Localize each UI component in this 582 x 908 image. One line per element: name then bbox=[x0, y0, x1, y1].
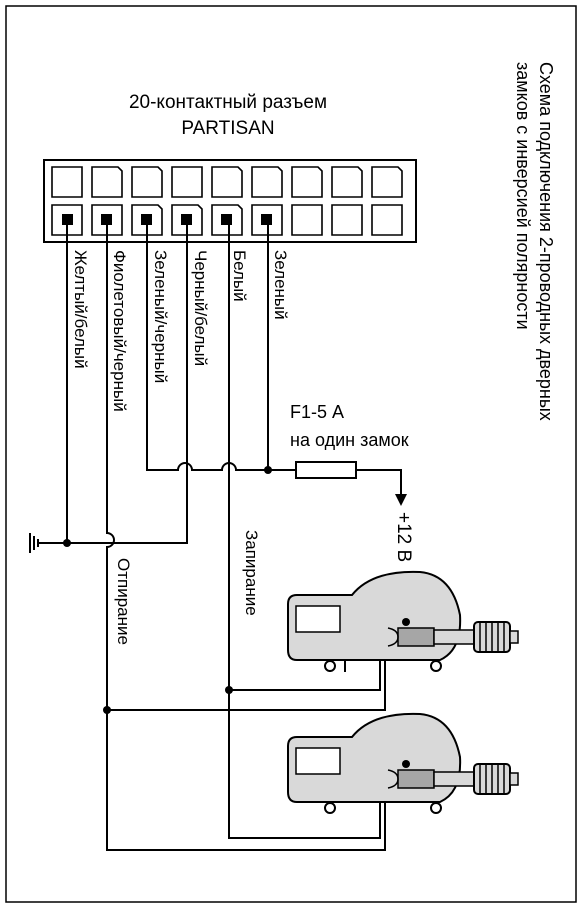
wire-black-white bbox=[67, 224, 188, 544]
pin-green bbox=[261, 214, 272, 225]
pin-green-black bbox=[141, 214, 152, 225]
wire-lock-branch bbox=[229, 680, 381, 691]
wire-label-green: Зеленый bbox=[271, 250, 290, 320]
pin-yellow-white bbox=[62, 214, 73, 225]
title-line-2: замков с инверсией полярности bbox=[513, 62, 533, 330]
title-line-1: Схема подключения 2-проводных дверных bbox=[536, 62, 556, 421]
power-arrow-icon bbox=[395, 494, 407, 506]
fuse-rating: F1-5 А bbox=[290, 402, 344, 422]
wire-label-green-black: Зеленый/черный bbox=[151, 250, 170, 383]
door-lock-actuator-1 bbox=[287, 570, 519, 680]
power-label: +12 В bbox=[393, 512, 414, 562]
lock-label: Запирание bbox=[242, 530, 261, 616]
fuse-note: на один замок bbox=[290, 430, 409, 450]
ground-icon bbox=[29, 533, 44, 553]
unlock-label: Отпирание bbox=[114, 558, 133, 645]
wire-label-white: Белый bbox=[230, 250, 249, 302]
outer-frame bbox=[5, 5, 577, 903]
wire-label-black-white: Черный/белый bbox=[191, 250, 210, 366]
wire-label-violet-black: Фиолетовый/черный bbox=[110, 250, 129, 412]
connector-top-row bbox=[51, 166, 403, 198]
connector-model: PARTISAN bbox=[181, 118, 274, 139]
wire-unlock-branch bbox=[107, 680, 386, 711]
wire-label-yellow-white: Желтый/белый bbox=[71, 250, 90, 369]
pin-violet-black bbox=[101, 214, 112, 225]
wire-green-black bbox=[146, 224, 268, 471]
wire-power bbox=[356, 469, 402, 497]
junctions bbox=[63, 466, 272, 714]
connector-title: 20-контактный разъем bbox=[129, 92, 327, 113]
door-lock-actuator-2 bbox=[287, 712, 519, 818]
wire-white bbox=[228, 224, 381, 839]
pin-black-white bbox=[181, 214, 192, 225]
pin-white bbox=[221, 214, 232, 225]
fuse-icon bbox=[295, 461, 357, 479]
